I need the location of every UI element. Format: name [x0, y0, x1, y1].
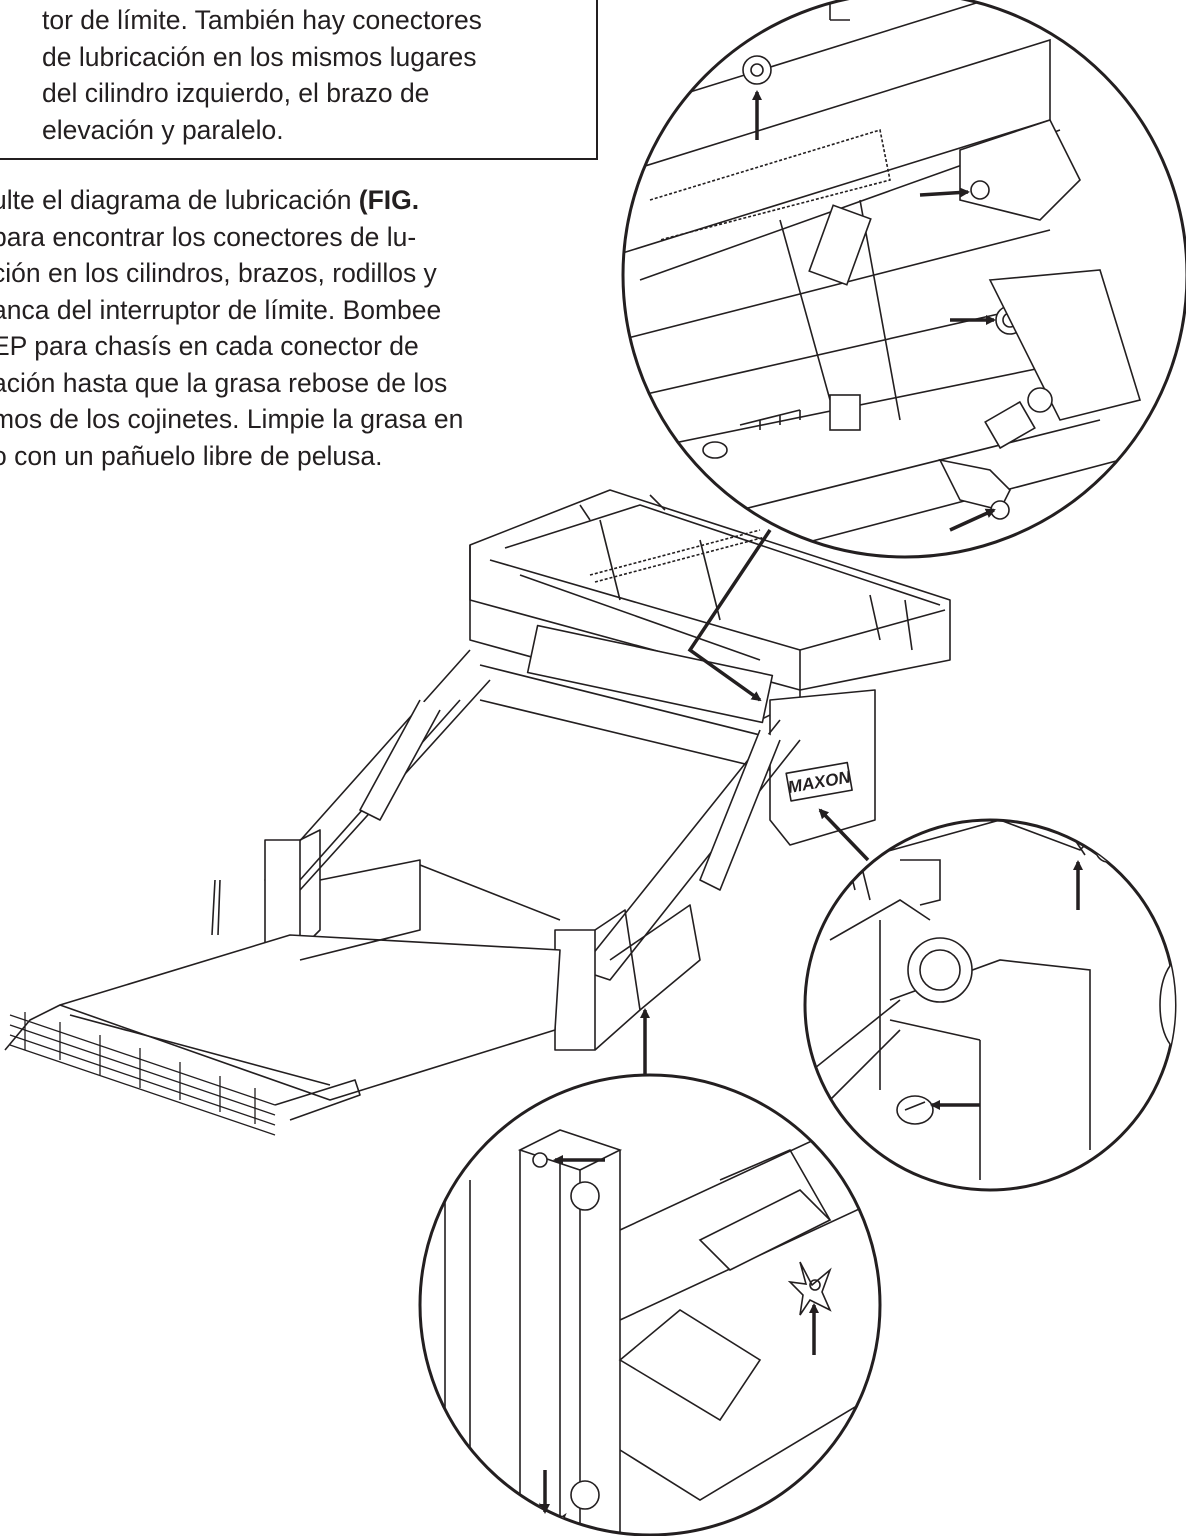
- figure-reference: (FIG.: [358, 185, 420, 215]
- detail-top-right: [621, 0, 1186, 559]
- note-box: tor de límite. También hay conectores de…: [0, 0, 598, 160]
- detail-right: [803, 818, 1177, 1192]
- instruction-line: ación hasta que la grasa rebose de los: [0, 367, 448, 398]
- instruction-line: anca del interruptor de límite. Bombee: [0, 294, 442, 325]
- lube-point-arrows: [752, 90, 996, 532]
- note-line: del cilindro izquierdo, el brazo de: [42, 78, 430, 108]
- note-line: de lubricación en los mismos lugares: [42, 41, 477, 72]
- lube-point-arrows: [930, 860, 1083, 1110]
- note-line: elevación y paralelo.: [42, 114, 284, 145]
- instruction-line: EP para chasís en cada conector de: [0, 331, 419, 361]
- instruction-line-text: ulte el diagrama de lubricación: [0, 185, 359, 215]
- detail-bottom: [418, 1073, 882, 1536]
- instructions-text: ulte el diagrama de lubricación (FIG. pa…: [0, 182, 592, 474]
- instruction-line: mos de los cojinetes. Limpie la grasa en: [0, 404, 464, 434]
- liftgate-assembly: MAXON: [4, 489, 951, 1136]
- instruction-line: o con un pañuelo libre de pelusa.: [0, 440, 383, 471]
- lube-point-arrows: [540, 1155, 819, 1514]
- note-line: tor de límite. También hay conectores: [42, 5, 482, 35]
- instruction-line: ción en los cilindros, brazos, rodillos …: [0, 258, 437, 288]
- note-text: tor de límite. También hay conectores de…: [42, 2, 582, 148]
- instruction-line: para encontrar los conectores de lu-: [0, 221, 417, 252]
- instruction-line: ulte el diagrama de lubricación (FIG.: [0, 182, 592, 219]
